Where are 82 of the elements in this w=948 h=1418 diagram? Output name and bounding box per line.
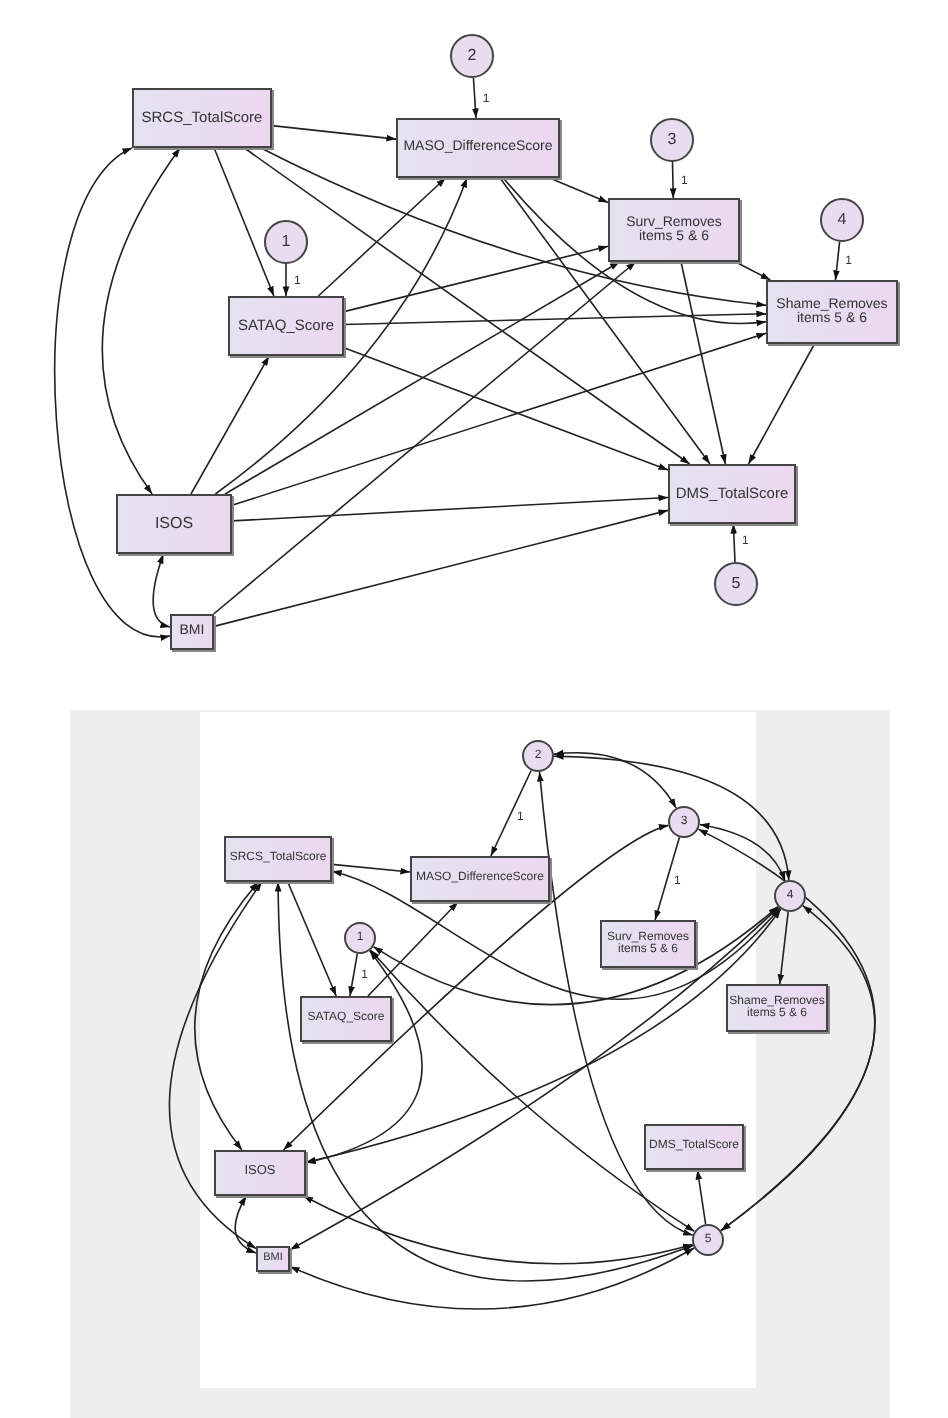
covariance-arrow (152, 553, 171, 628)
error-number: 4 (837, 211, 847, 229)
variable-box (224, 836, 332, 882)
error-term-circle (450, 34, 494, 78)
path-arrow (734, 261, 772, 281)
path-arrow (212, 261, 637, 615)
variable-box (170, 614, 214, 650)
covariance-arrow (275, 881, 694, 1282)
path-arrow (286, 881, 338, 997)
path-arrow (472, 77, 479, 119)
variable-box (214, 1150, 306, 1196)
covariance-arrow (372, 905, 779, 1006)
covariance-arrow (289, 906, 780, 1251)
path-arrow (260, 147, 767, 308)
path-arrow (224, 261, 621, 495)
variable-box (116, 494, 232, 554)
covariance-arrow (537, 771, 694, 1237)
variable-box (766, 280, 898, 344)
path-arrow (348, 952, 359, 997)
path-arrow (502, 177, 767, 326)
variable-box (228, 296, 344, 356)
error-number: 1 (281, 233, 291, 251)
variable-name: ISOS (154, 515, 194, 533)
error-number: 5 (731, 575, 741, 593)
variable-box (726, 984, 828, 1032)
path-arrow (213, 509, 669, 628)
path-arrow (548, 177, 609, 204)
path-arrow (317, 177, 447, 297)
covariance-arrow (194, 881, 260, 1151)
path-arrow (747, 343, 816, 465)
covariance-arrow (234, 1195, 257, 1254)
error-term-circle (650, 118, 694, 162)
covariance-arrow (168, 881, 263, 1250)
variable-box (300, 996, 392, 1042)
variable-box (132, 88, 272, 148)
variable-box (410, 856, 550, 902)
covariance-arrow (553, 753, 791, 881)
path-arrow (271, 124, 397, 142)
covariance-arrow (282, 824, 670, 1151)
covariance-arrow (720, 904, 876, 1232)
path-arrow (669, 161, 677, 199)
path-arrow (231, 332, 767, 507)
variable-box (256, 1246, 290, 1272)
path-arrow (654, 836, 681, 921)
error-term-circle (820, 198, 864, 242)
covariance-arrow (101, 147, 181, 495)
covariance-arrow (302, 1195, 694, 1265)
variable-box (600, 920, 696, 968)
path-arrow (777, 911, 789, 985)
path-arrow (490, 769, 532, 857)
error-term-circle (714, 562, 758, 606)
path-arrow (680, 261, 727, 465)
covariance-arrow (369, 949, 696, 1233)
path-arrow (343, 245, 609, 313)
path-arrow (499, 177, 711, 465)
path-arrow (190, 355, 270, 495)
path-arrow (214, 177, 468, 495)
path-arrow (343, 347, 669, 471)
path-arrow (833, 241, 841, 281)
path-arrow (367, 901, 459, 997)
covariance-arrow (699, 823, 786, 882)
path-arrow (282, 263, 290, 297)
error-term-circle (264, 220, 308, 264)
path-arrow (331, 863, 411, 875)
variable-box (396, 118, 560, 178)
path-arrow (213, 147, 275, 297)
covariance-arrow (553, 750, 677, 809)
error-number: 2 (467, 47, 477, 65)
variable-box (644, 1124, 744, 1170)
path-arrow (243, 147, 691, 465)
covariance-arrow (289, 1247, 695, 1310)
covariance-arrow (305, 908, 782, 1164)
covariance-arrow (331, 870, 781, 1000)
path-arrow (695, 1169, 707, 1225)
covariance-arrow (697, 828, 876, 1232)
variable-box (668, 464, 796, 524)
path-arrow (343, 310, 767, 326)
path-arrow (730, 523, 738, 563)
path-arrow (231, 494, 669, 522)
error-number: 3 (667, 131, 677, 149)
covariance-arrow (54, 147, 171, 639)
variable-box (608, 198, 740, 262)
